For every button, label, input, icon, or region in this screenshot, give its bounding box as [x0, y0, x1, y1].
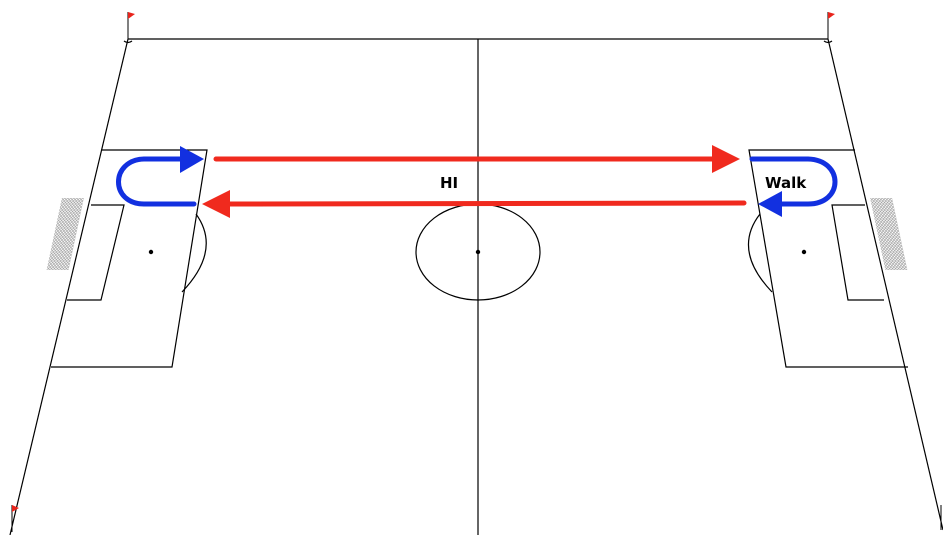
hi-run-label: HI — [440, 174, 458, 192]
centre-spot — [475, 249, 481, 255]
left-penalty-spot — [148, 249, 154, 255]
sprint-arrow-left — [202, 190, 747, 218]
pitch-boundary — [9, 38, 943, 535]
corner-flag-icon — [823, 12, 835, 44]
right-penalty-area — [747, 149, 908, 368]
corner-flag-icon — [11, 505, 19, 532]
left-penalty-box — [51, 149, 208, 368]
walk-loop-left — [116, 146, 204, 207]
left-penalty-arc — [181, 213, 207, 293]
sprint-arrow-right — [213, 145, 740, 173]
right-penalty-box — [748, 149, 908, 368]
goal-net-icon — [870, 198, 908, 270]
right-penalty-arc — [747, 213, 773, 293]
left-goal-line — [9, 38, 129, 535]
left-penalty-area — [46, 149, 208, 368]
goal-net-icon — [46, 198, 84, 270]
right-goal-line — [827, 38, 943, 531]
left-six-yard-box — [67, 204, 125, 301]
walk-loop-right — [749, 156, 838, 217]
right-six-yard-box — [831, 204, 884, 301]
corner-flag-icon — [123, 12, 135, 44]
walk-label: Walk — [765, 174, 807, 192]
right-penalty-spot — [801, 249, 807, 255]
